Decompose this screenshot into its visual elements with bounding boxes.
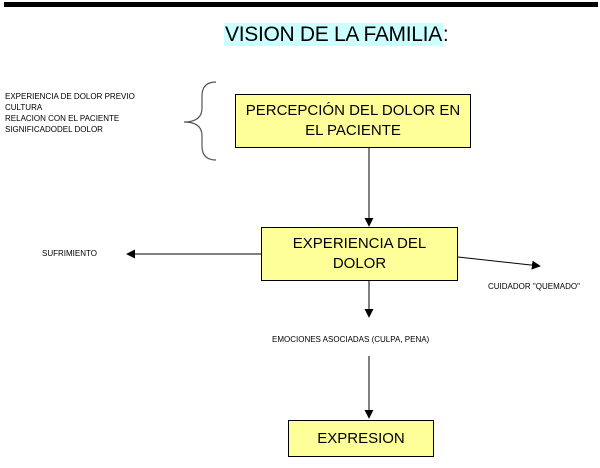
factor-item: RELACION CON EL PACIENTE bbox=[5, 114, 120, 123]
top-rule bbox=[4, 2, 598, 7]
factor-item: CULTURA bbox=[5, 103, 43, 112]
label-sufrimiento: SUFRIMIENTO bbox=[42, 249, 97, 258]
node-expresion-label: EXPRESION bbox=[317, 429, 405, 447]
page-title-highlight: VISION DE LA FAMILIA bbox=[224, 23, 443, 46]
factors-list: EXPERIENCIA DE DOLOR PREVIO CULTURA RELA… bbox=[5, 91, 135, 135]
page-title-colon: : bbox=[442, 23, 449, 46]
arrow-to-cuidador bbox=[457, 256, 541, 270]
node-expresion: EXPRESION bbox=[288, 420, 434, 457]
node-percepcion-line2: EL PACIENTE bbox=[305, 122, 401, 139]
node-percepcion-line1: PERCEPCIÓN DEL DOLOR EN bbox=[245, 102, 461, 119]
curly-brace bbox=[183, 81, 217, 161]
node-experiencia-line2: DOLOR bbox=[332, 255, 387, 272]
node-experiencia: EXPERIENCIA DEL DOLOR bbox=[261, 227, 458, 281]
node-experiencia-line1: EXPERIENCIA DEL bbox=[292, 235, 427, 252]
page-title: VISION DE LA FAMILIA: bbox=[224, 21, 449, 49]
label-cuidador: CUIDADOR "QUEMADO" bbox=[488, 282, 580, 291]
label-emociones: EMOCIONES ASOCIADAS (CULPA, PENA) bbox=[272, 335, 430, 344]
factor-item: EXPERIENCIA DE DOLOR PREVIO bbox=[5, 92, 135, 101]
node-percepcion: PERCEPCIÓN DEL DOLOR EN EL PACIENTE bbox=[235, 94, 471, 148]
factor-item: SIGNIFICADODEL DOLOR bbox=[5, 125, 103, 134]
